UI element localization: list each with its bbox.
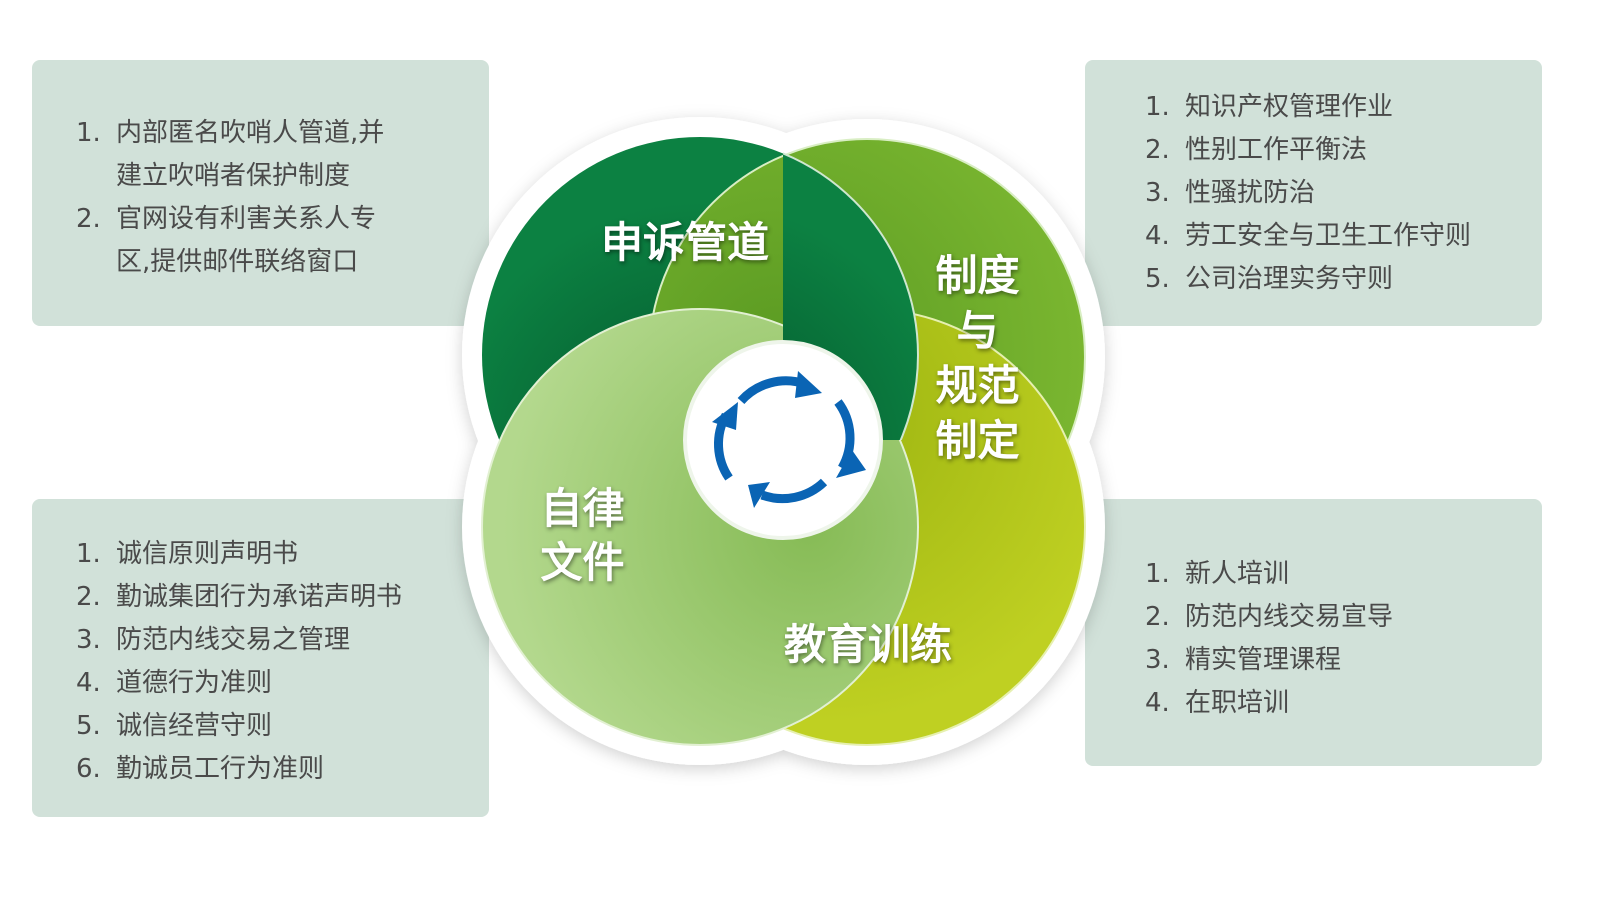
- item-text: 道德行为准则: [116, 668, 273, 698]
- item-text: 知识产权管理作业: [1185, 92, 1394, 122]
- item-text: 性别工作平衡法: [1185, 135, 1368, 165]
- list-item: 1. 内部匿名吹哨人管道,并 建立吹哨者保护制度: [76, 112, 489, 198]
- list-item: 4. 劳工安全与卫生工作守则: [1145, 215, 1542, 258]
- arrowheads: [712, 371, 866, 508]
- complaint-channel-box: 1. 内部匿名吹哨人管道,并 建立吹哨者保护制度 2. 官网设有利害关系人专 区,提供…: [32, 60, 489, 326]
- list-item: 2. 官网设有利害关系人专 区,提供邮件联络窗口: [76, 198, 489, 284]
- item-number: 1.: [76, 539, 101, 569]
- item-number: 5.: [76, 711, 101, 741]
- item-number: 1.: [1145, 92, 1170, 122]
- item-number: 2.: [1145, 602, 1170, 632]
- item-text: 勤诚集团行为承诺声明书: [116, 582, 403, 612]
- list-item: 2. 防范内线交易宣导: [1145, 596, 1542, 639]
- item-text: 防范内线交易之管理: [116, 625, 351, 655]
- self-discipline-box: 1. 诚信原则声明书 2. 勤诚集团行为承诺声明书 3. 防范内线交易之管理 4. 道德行为准…: [32, 499, 489, 817]
- item-number: 3.: [76, 625, 101, 655]
- list-item: 1. 新人培训: [1145, 553, 1542, 596]
- list-item: 5. 公司治理实务守则: [1145, 258, 1542, 301]
- item-number: 1.: [76, 118, 101, 148]
- list-item: 2. 勤诚集团行为承诺声明书: [76, 576, 489, 619]
- item-text: 在职培训: [1185, 688, 1290, 718]
- item-text: 精实管理课程: [1185, 645, 1342, 675]
- item-text: 诚信经营守则: [116, 711, 273, 741]
- item-text: 官网设有利害关系人专 区,提供邮件联络窗口: [116, 204, 377, 277]
- item-number: 5.: [1145, 264, 1170, 294]
- list-item: 2. 性别工作平衡法: [1145, 129, 1542, 172]
- item-number: 3.: [1145, 178, 1170, 208]
- list-item: 4. 道德行为准则: [76, 662, 489, 705]
- item-text: 勤诚员工行为准则: [116, 754, 325, 784]
- list-item: 3. 性骚扰防治: [1145, 172, 1542, 215]
- training-box: 1. 新人培训 2. 防范内线交易宣导 3. 精实管理课程 4. 在职培训: [1085, 499, 1542, 766]
- list-item: 6. 勤诚员工行为准则: [76, 748, 489, 791]
- list-item: 3. 防范内线交易之管理: [76, 619, 489, 662]
- item-text: 内部匿名吹哨人管道,并 建立吹哨者保护制度: [116, 118, 385, 191]
- list-item: 3. 精实管理课程: [1145, 639, 1542, 682]
- center-circle: [683, 340, 883, 540]
- item-text: 公司治理实务守则: [1185, 264, 1394, 294]
- item-number: 4.: [1145, 221, 1170, 251]
- item-number: 4.: [76, 668, 101, 698]
- label-self-discipline: 自律 文件: [540, 484, 625, 587]
- item-text: 防范内线交易宣导: [1185, 602, 1394, 632]
- list-item: 1. 诚信原则声明书: [76, 533, 489, 576]
- label-complaint-channel: 申诉管道: [600, 218, 769, 267]
- item-number: 2.: [76, 204, 101, 234]
- item-number: 4.: [1145, 688, 1170, 718]
- item-number: 2.: [1145, 135, 1170, 165]
- policy-box: 1. 知识产权管理作业 2. 性别工作平衡法 3. 性骚扰防治 4. 劳工安全与卫生工作守则 5…: [1085, 60, 1542, 326]
- label-training: 教育训练: [783, 620, 952, 669]
- item-text: 新人培训: [1185, 559, 1290, 589]
- list-item: 1. 知识产权管理作业: [1145, 86, 1542, 129]
- item-text: 诚信原则声明书: [116, 539, 299, 569]
- item-number: 6.: [76, 754, 101, 784]
- list-item: 5. 诚信经营守则: [76, 705, 489, 748]
- list-item: 4. 在职培训: [1145, 682, 1542, 725]
- item-text: 性骚扰防治: [1185, 178, 1316, 208]
- label-policy: 制度 与 规范 制定: [935, 251, 1020, 465]
- item-number: 3.: [1145, 645, 1170, 675]
- item-text: 劳工安全与卫生工作守则: [1185, 221, 1472, 251]
- item-number: 1.: [1145, 559, 1170, 589]
- item-number: 2.: [76, 582, 101, 612]
